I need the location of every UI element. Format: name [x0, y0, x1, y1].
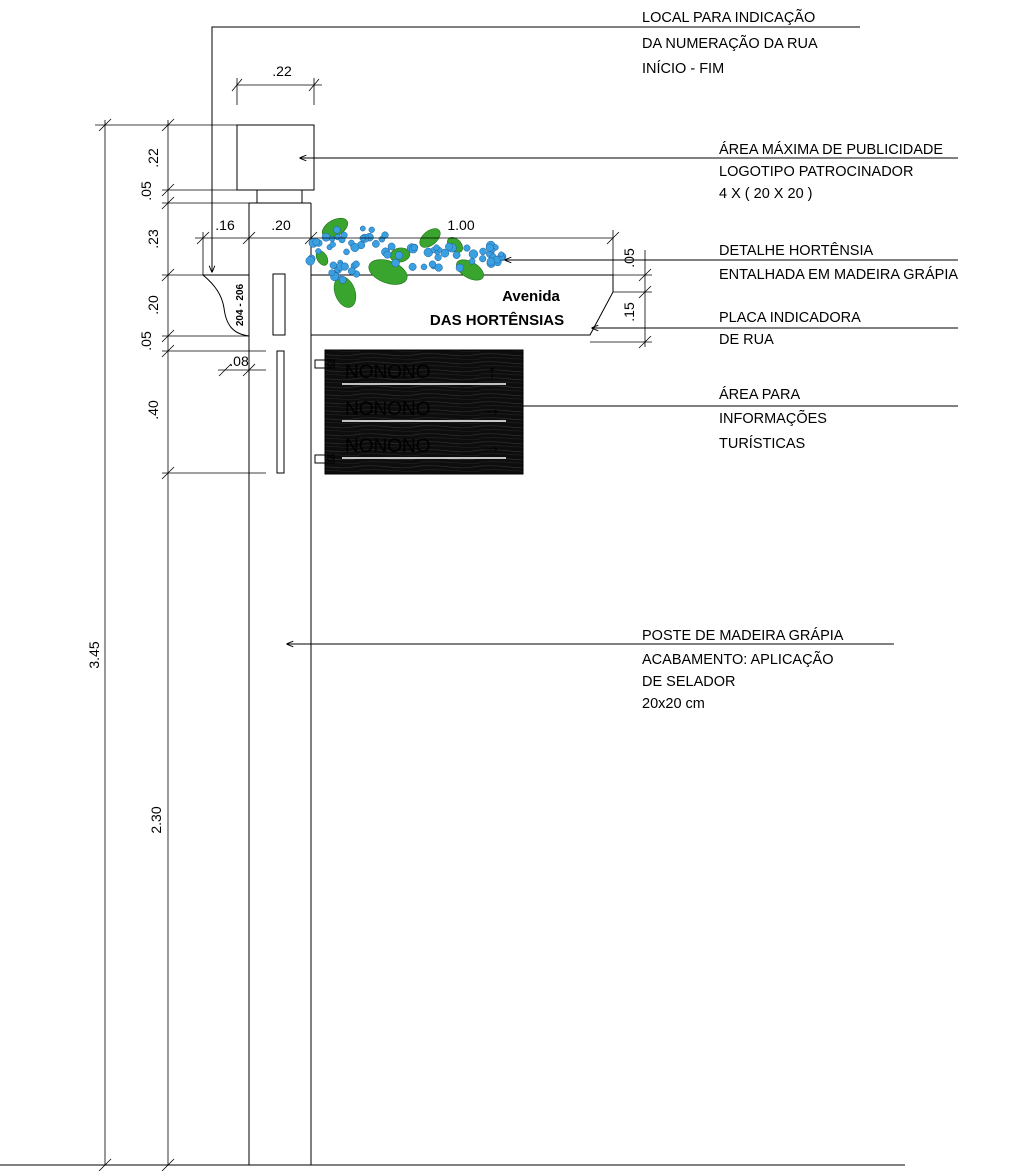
- tourist-info-board: [314, 349, 524, 475]
- hydrangea-flower: [391, 258, 400, 268]
- svg-text:INÍCIO - FIM: INÍCIO - FIM: [642, 60, 724, 77]
- hydrangea-flower: [433, 244, 440, 251]
- svg-text:TURÍSTICAS: TURÍSTICAS: [719, 435, 805, 452]
- tourist-row-arrow-icon: →: [483, 436, 502, 457]
- dim-tourist-height: .40: [145, 400, 161, 420]
- svg-text:DE RUA: DE RUA: [719, 332, 774, 348]
- svg-text:LOGOTIPO PATROCINADOR: LOGOTIPO PATROCINADOR: [719, 164, 913, 180]
- tourist-row-label: NONONO: [345, 399, 431, 420]
- annotation-street-numbering: LOCAL PARA INDICAÇÃO DA NUMERAÇÃO DA RUA…: [642, 9, 818, 77]
- annotation-tourist-info: ÁREA PARA INFORMAÇÕES TURÍSTICAS: [719, 386, 827, 452]
- hydrangea-flower: [434, 263, 443, 272]
- hydrangea-flower: [359, 225, 366, 232]
- hydrangea-flower: [352, 260, 360, 268]
- hydrangea-flower: [420, 263, 428, 271]
- svg-text:POSTE DE MADEIRA GRÁPIA: POSTE DE MADEIRA GRÁPIA: [642, 627, 844, 644]
- hydrangea-flower: [347, 267, 356, 275]
- annotation-street-sign: PLACA INDICADORA DE RUA: [719, 310, 861, 348]
- hydrangea-flower: [455, 263, 465, 272]
- dim-sign-top: .05: [621, 248, 637, 268]
- hydrangea-flower: [468, 258, 476, 265]
- tourist-row-arrow-icon: ↑: [487, 362, 497, 383]
- hydrangea-flower: [485, 243, 494, 252]
- hydrangea-flower: [394, 251, 404, 260]
- hydrangea-flower: [498, 251, 505, 258]
- carved-bracket: [201, 274, 250, 337]
- svg-text:INFORMAÇÕES: INFORMAÇÕES: [719, 410, 827, 427]
- hydrangea-flower: [463, 244, 471, 252]
- hydrangea-flower: [428, 260, 437, 268]
- hydrangea-flower: [338, 276, 347, 284]
- hydrangea-flower: [328, 269, 336, 277]
- hydrangea-flower: [340, 262, 349, 271]
- dim-sign-width: 1.00: [447, 217, 474, 233]
- dim-post-width: .20: [271, 217, 291, 233]
- street-sign-line1: Avenida: [502, 288, 560, 305]
- dim-bracket-height: .20: [145, 295, 161, 315]
- hydrangea-flower: [340, 231, 348, 239]
- hydrangea-flower: [315, 248, 322, 255]
- hydrangea-flower: [445, 242, 453, 251]
- svg-text:DA NUMERAÇÃO DA RUA: DA NUMERAÇÃO DA RUA: [642, 35, 818, 52]
- wooden-post: [236, 124, 315, 1165]
- dim-top-width: .22: [272, 63, 292, 79]
- svg-text:ÁREA PARA: ÁREA PARA: [719, 386, 800, 403]
- hydrangea-flower: [479, 247, 487, 256]
- hydrangea-flower: [410, 244, 418, 251]
- hydrangea-flower: [486, 257, 496, 266]
- hydrangea-flower: [452, 251, 461, 259]
- hydrangea-flower: [329, 241, 336, 248]
- hydrangea-flower: [383, 250, 392, 259]
- dim-inset-width: .08: [229, 353, 249, 369]
- number-plate-slot: [272, 273, 286, 336]
- hydrangea-flower: [368, 226, 375, 233]
- house-numbers: 204 - 206: [235, 283, 246, 326]
- svg-text:ENTALHADA EM MADEIRA GRÁPIA: ENTALHADA EM MADEIRA GRÁPIA: [719, 266, 958, 283]
- dim-gap-height: .05: [138, 331, 154, 351]
- leader-lines: [212, 26, 958, 644]
- hydrangea-flower: [343, 248, 350, 256]
- svg-text:PLACA INDICADORA: PLACA INDICADORA: [719, 310, 861, 326]
- hydrangea-flower: [468, 249, 479, 259]
- tourist-row-label: NONONO: [345, 436, 431, 457]
- board-mount-strip: [276, 350, 285, 474]
- hydrangea-flower: [372, 240, 380, 248]
- svg-text:LOCAL PARA INDICAÇÃO: LOCAL PARA INDICAÇÃO: [642, 9, 815, 26]
- dim-total-height: 3.45: [86, 641, 102, 668]
- annotation-post: POSTE DE MADEIRA GRÁPIA ACABAMENTO: APLI…: [642, 627, 844, 712]
- hydrangea-flower: [387, 242, 396, 251]
- street-sign-line2: DAS HORTÊNSIAS: [430, 311, 564, 329]
- hydrangea-flower: [408, 262, 417, 271]
- hydrangea-flower: [321, 232, 331, 242]
- svg-text:DETALHE HORTÊNSIA: DETALHE HORTÊNSIA: [719, 242, 873, 259]
- hydrangea-flower: [333, 226, 341, 234]
- svg-text:4 X ( 20 X 20 ): 4 X ( 20 X 20 ): [719, 186, 813, 202]
- dim-sign-height: .15: [621, 302, 637, 322]
- hydrangea-flower: [440, 248, 450, 258]
- svg-text:ACABAMENTO: APLICAÇÃO: ACABAMENTO: APLICAÇÃO: [642, 651, 834, 668]
- hydrangea-carving: [305, 217, 507, 308]
- svg-text:DE SELADOR: DE SELADOR: [642, 674, 735, 690]
- hydrangea-flower: [350, 243, 360, 252]
- hydrangea-flower: [434, 253, 442, 262]
- svg-text:ÁREA MÁXIMA DE PUBLICIDADE: ÁREA MÁXIMA DE PUBLICIDADE: [719, 141, 943, 158]
- hydrangea-flower: [381, 231, 389, 239]
- dim-base-height: 2.30: [148, 806, 164, 833]
- hydrangea-flower: [305, 256, 315, 266]
- hydrangea-flower: [479, 255, 487, 263]
- tourist-row-label: NONONO: [345, 362, 431, 383]
- dim-neck-height: .05: [138, 181, 154, 201]
- annotation-advertising: ÁREA MÁXIMA DE PUBLICIDADE LOGOTIPO PATR…: [719, 141, 943, 202]
- hydrangea-flower: [312, 238, 321, 246]
- annotation-hydrangea: DETALHE HORTÊNSIA ENTALHADA EM MADEIRA G…: [719, 242, 958, 283]
- svg-text:20x20 cm: 20x20 cm: [642, 696, 705, 712]
- hydrangea-flower: [329, 235, 336, 242]
- tourist-row-arrow-icon: →: [483, 399, 502, 420]
- dim-bracket-width: .16: [215, 217, 235, 233]
- dim-upper-height: .23: [145, 229, 161, 249]
- dimension-lines: [95, 78, 652, 1171]
- dim-box-height: .22: [145, 148, 161, 168]
